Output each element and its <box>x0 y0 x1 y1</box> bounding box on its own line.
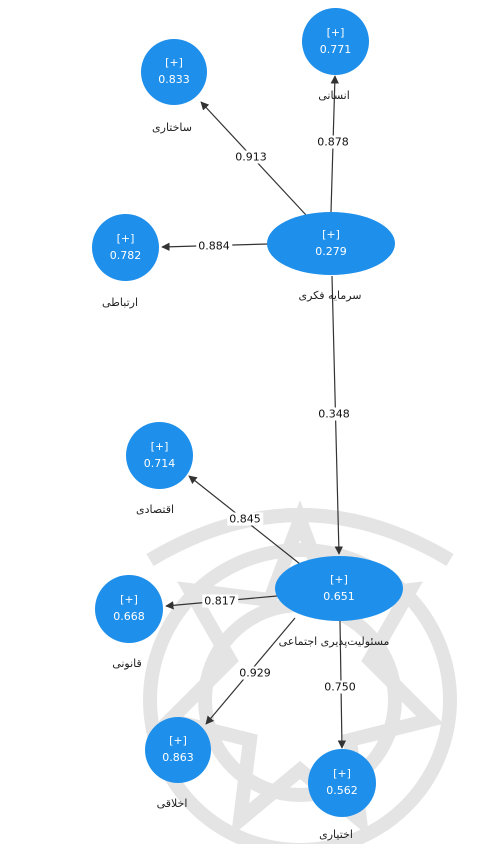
node-ensani[interactable]: [+] 0.771 <box>302 8 369 75</box>
edge-label-masooliyat-ghanooni: 0.817 <box>202 594 238 608</box>
node-label-sakhtari: ساختاری <box>152 121 192 134</box>
node-expand-toggle[interactable]: [+] <box>322 227 340 241</box>
node-value: 0.562 <box>326 784 358 797</box>
node-value: 0.833 <box>158 73 190 86</box>
node-value: 0.714 <box>143 456 176 470</box>
node-value: 0.863 <box>162 751 194 764</box>
node-label-ertebati: ارتباطی <box>101 296 139 309</box>
node-label-ekhtiyari: اختیاری <box>319 828 353 841</box>
node-value: 0.651 <box>323 589 355 603</box>
edge-label-sarmaye-ensani: 0.878 <box>315 135 351 149</box>
edge-label-masooliyat-eghtesadi: 0.845 <box>227 512 263 526</box>
node-ekhtiyari[interactable]: [+] 0.562 <box>308 749 376 817</box>
edge-label-sarmaye-ertebati: 0.884 <box>196 239 232 253</box>
node-label-ghanooni: قانونی <box>112 657 142 670</box>
node-eghtesadi[interactable]: [+] 0.714 <box>126 422 193 489</box>
node-expand-toggle[interactable]: [+] <box>169 734 187 747</box>
node-expand-toggle[interactable]: [+] <box>150 439 169 453</box>
node-masooliyat[interactable]: [+] 0.651 <box>275 556 403 621</box>
node-expand-toggle[interactable]: [+] <box>120 593 138 606</box>
node-value: 0.279 <box>315 244 347 258</box>
edge-label-sarmaye-masooliyat: 0.348 <box>316 407 352 421</box>
edge-label-sarmaye-sakhtari: 0.913 <box>233 150 269 164</box>
node-value: 0.668 <box>113 610 145 623</box>
node-sarmaye[interactable]: [+] 0.279 <box>267 212 395 275</box>
node-label-eghtesadi: اقتصادی <box>135 503 175 516</box>
node-value: 0.771 <box>319 42 352 56</box>
node-expand-toggle[interactable]: [+] <box>330 572 348 586</box>
edge-label-masooliyat-akhlaghi: 0.929 <box>237 666 273 680</box>
node-expand-toggle[interactable]: [+] <box>326 25 345 39</box>
node-ertebati[interactable]: [+] 0.782 <box>92 214 159 281</box>
node-label-ensani: انسانی <box>318 89 350 102</box>
node-ghanooni[interactable]: [+] 0.668 <box>95 575 163 643</box>
node-expand-toggle[interactable]: [+] <box>333 767 351 780</box>
node-label-sarmaye: سرمایه فکری <box>298 289 362 302</box>
node-akhlaghi[interactable]: [+] 0.863 <box>145 717 211 783</box>
node-sakhtari[interactable]: [+] 0.833 <box>141 39 207 105</box>
node-label-masooliyat: مسئولیت‌پذیری اجتماعی <box>278 635 390 648</box>
node-expand-toggle[interactable]: [+] <box>116 231 135 245</box>
node-expand-toggle[interactable]: [+] <box>165 56 183 69</box>
edge-label-masooliyat-ekhtiyari: 0.750 <box>322 680 358 694</box>
node-label-akhlaghi: اخلاقی <box>156 797 188 810</box>
node-value: 0.782 <box>109 248 142 262</box>
